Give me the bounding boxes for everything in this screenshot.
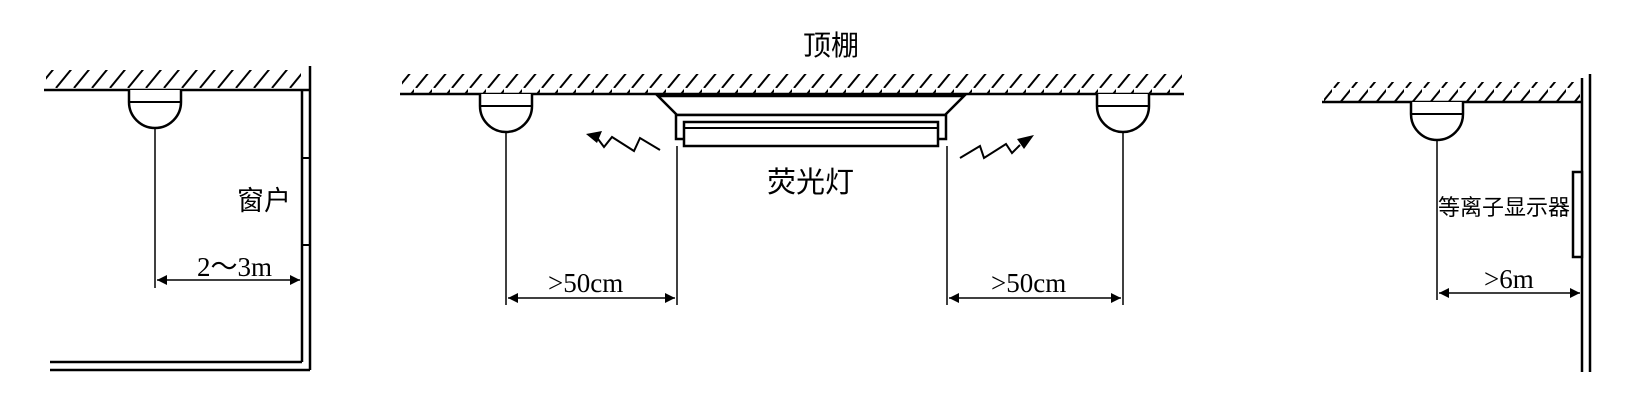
right-ceiling-hatch bbox=[1324, 82, 1580, 102]
middle-sensor-right bbox=[1095, 94, 1151, 134]
fluorescent-lamp bbox=[654, 94, 968, 148]
left-distance-label: 2～3m bbox=[197, 252, 273, 282]
middle-sensor-left bbox=[478, 94, 534, 134]
plasma-display-label: 等离子显示器 bbox=[1438, 196, 1571, 221]
plasma-display bbox=[1571, 170, 1584, 259]
right-distance-label: >6m bbox=[1484, 264, 1534, 294]
interference-right-icon bbox=[959, 135, 1034, 160]
ceiling-label: 顶棚 bbox=[803, 29, 860, 62]
middle-panel bbox=[400, 74, 1184, 305]
left-ceiling-hatch bbox=[46, 70, 301, 90]
fluorescent-lamp-label: 荧光灯 bbox=[767, 165, 855, 199]
window-label: 窗户 bbox=[237, 186, 291, 217]
middle-left-distance-label: >50cm bbox=[548, 268, 624, 298]
left-panel bbox=[44, 66, 312, 372]
interference-left-icon bbox=[586, 131, 661, 153]
middle-ceiling-hatch bbox=[402, 74, 1182, 94]
left-sensor bbox=[127, 90, 183, 130]
right-sensor bbox=[1409, 102, 1465, 142]
right-panel bbox=[1322, 74, 1592, 372]
middle-right-distance-label: >50cm bbox=[991, 268, 1067, 298]
